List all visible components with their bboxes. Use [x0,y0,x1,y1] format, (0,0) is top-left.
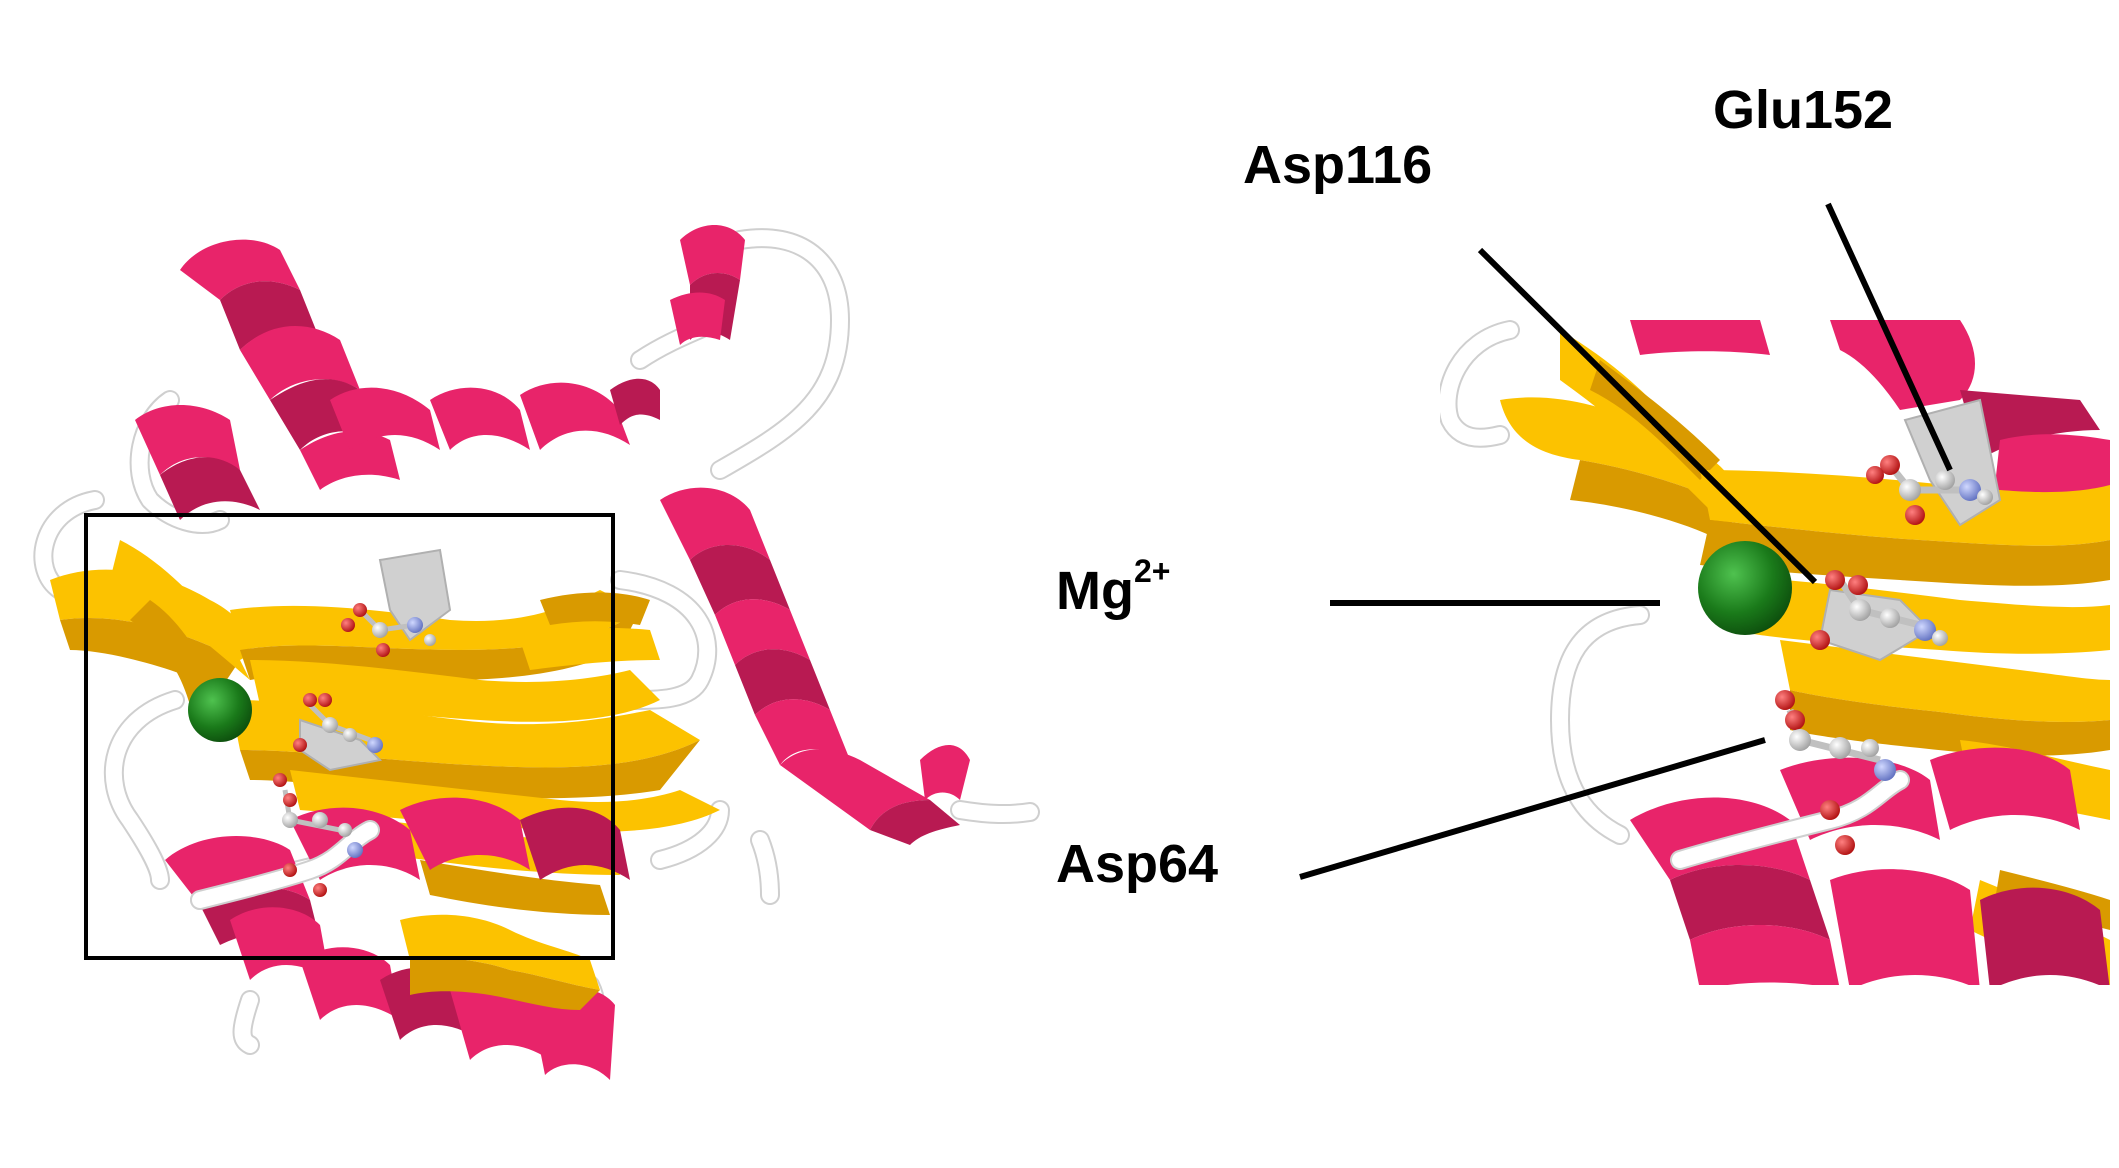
glu152-label: Glu152 [1713,80,1893,140]
mg-label-base: Mg [1056,561,1134,621]
mg-label-superscript: 2+ [1134,553,1170,589]
protein-overview [33,225,1040,1080]
glu152-sidechain-left [341,603,436,657]
mg-ion-left [188,678,252,742]
mg-ion-zoom [1698,541,1792,635]
asp116-leader [1477,247,1818,585]
leader-lines [1299,202,1953,880]
glu152-sidechain-zoom [1866,455,1993,525]
asp64-label: Asp64 [1056,834,1218,894]
helix-top-cluster [135,225,745,520]
residue-labels: Glu152 Asp116 Mg2+ Asp64 [1056,80,1893,894]
mg-label: Mg2+ [1056,553,1170,621]
active-site-zoom [1440,320,2110,985]
asp64-sidechain-zoom [1775,690,1896,855]
asp64-sidechain-left [273,773,363,897]
glu152-strand [378,548,452,642]
asp116-label: Asp116 [1243,135,1432,195]
asp116-sidechain-left [293,693,383,753]
asp116-sidechain-zoom [1810,570,1948,650]
asp64-leader [1299,737,1766,880]
helix-right-long [660,487,970,845]
glu152-leader [1825,202,1953,472]
zoom-region-box [84,513,615,960]
